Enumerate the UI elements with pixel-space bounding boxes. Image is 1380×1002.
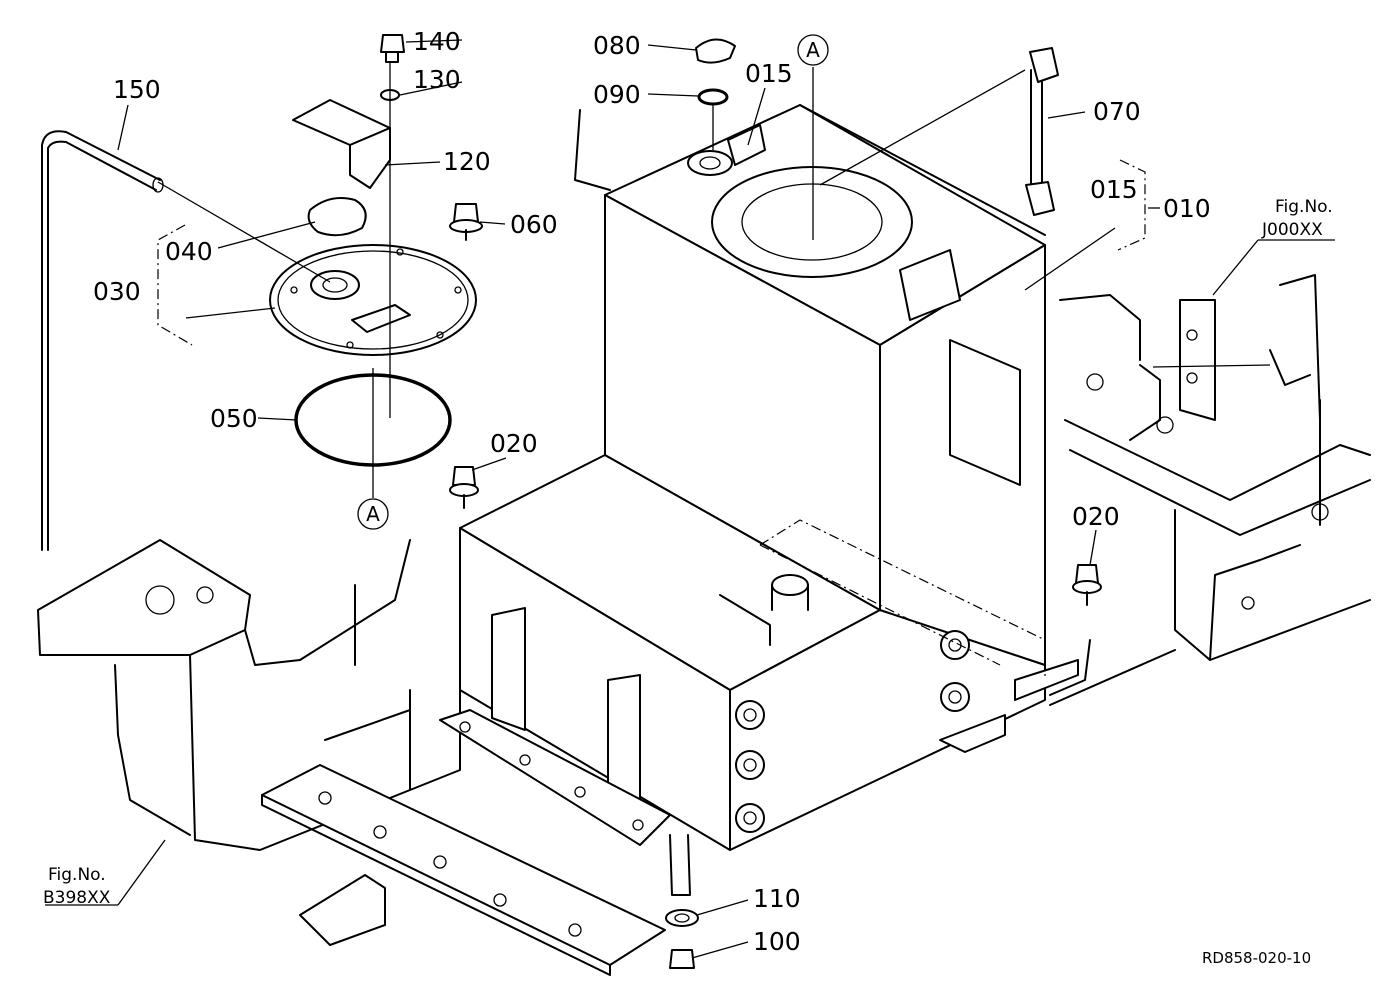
group-brackets — [157, 159, 1146, 346]
part-labels: 140 130 120 150 040 030 060 050 020 080 … — [93, 27, 1211, 956]
label-130: 130 — [413, 65, 461, 94]
section-markers: A A — [357, 34, 829, 530]
label-015-top: 015 — [745, 59, 793, 88]
label-020-left: 020 — [490, 429, 538, 458]
section-marker-top: A — [806, 38, 820, 62]
hydraulic-tank-body — [439, 104, 1079, 896]
label-020-right: 020 — [1072, 502, 1120, 531]
label-110: 110 — [753, 884, 801, 913]
fig-ref-right-prefix: Fig.No. — [1275, 197, 1333, 217]
tank-cover-assembly — [41, 99, 477, 551]
label-140: 140 — [413, 27, 461, 56]
label-040: 040 — [165, 237, 213, 266]
leader-lines — [45, 39, 1335, 959]
label-060: 060 — [510, 210, 558, 239]
label-150: 150 — [113, 75, 161, 104]
label-015-right: 015 — [1090, 175, 1138, 204]
label-070: 070 — [1093, 97, 1141, 126]
right-frame-assembly — [1049, 274, 1371, 706]
section-marker-bottom: A — [366, 502, 380, 526]
drawing-code: RD858-020-10 — [1202, 949, 1311, 967]
figure-references: Fig.No. J000XX Fig.No. B398XX — [43, 197, 1333, 908]
left-frame-assembly — [37, 539, 666, 976]
label-050: 050 — [210, 404, 258, 433]
label-100: 100 — [753, 927, 801, 956]
label-080: 080 — [593, 31, 641, 60]
label-120: 120 — [443, 147, 491, 176]
label-090: 090 — [593, 80, 641, 109]
label-010: 010 — [1163, 194, 1211, 223]
fig-ref-left-prefix: Fig.No. — [48, 865, 106, 885]
fig-ref-right-code: J000XX — [1261, 220, 1323, 240]
label-030: 030 — [93, 277, 141, 306]
small-parts — [380, 34, 1102, 969]
fig-ref-left-code: B398XX — [43, 888, 111, 908]
